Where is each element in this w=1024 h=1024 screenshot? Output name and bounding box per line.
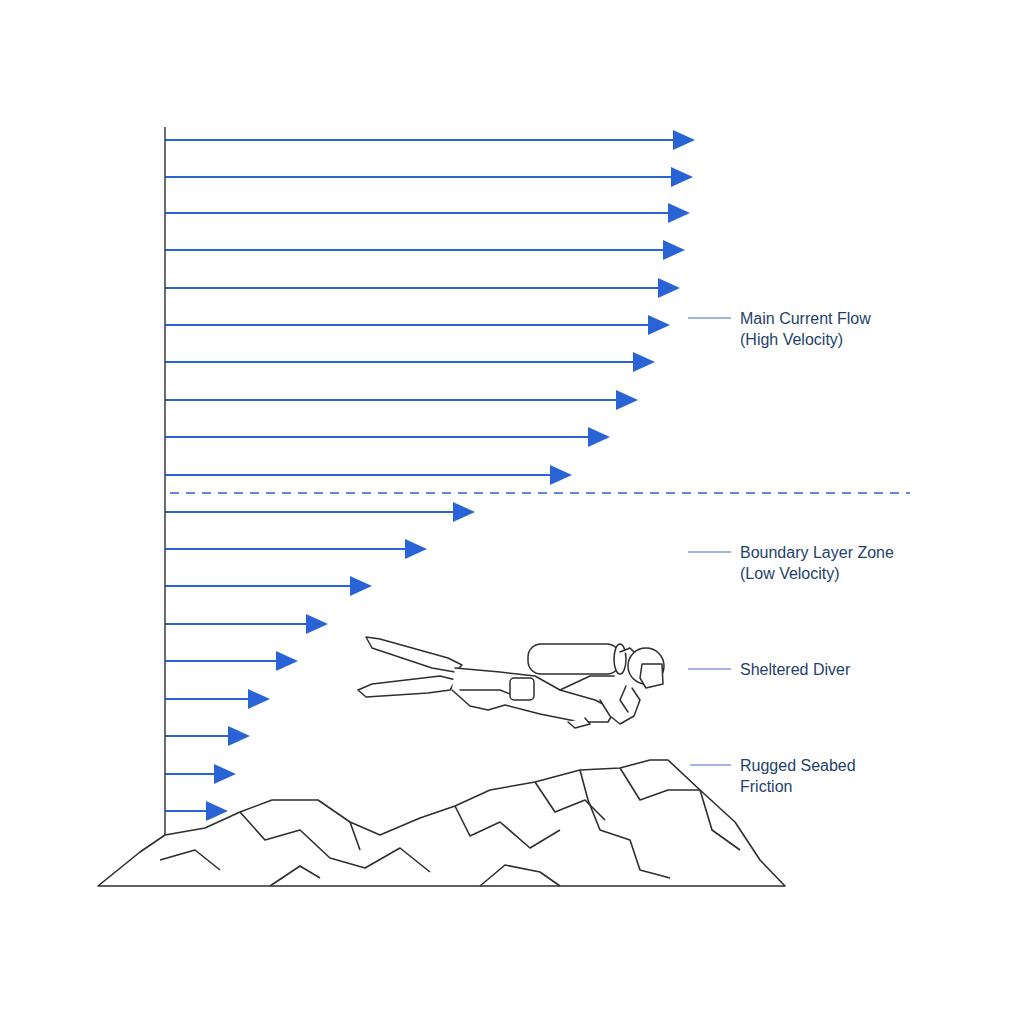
arrow-shaft bbox=[165, 139, 679, 141]
arrow-head bbox=[405, 539, 427, 559]
boundary-dashed-line bbox=[170, 492, 910, 494]
arrow-shaft bbox=[165, 212, 674, 214]
diver-label: Sheltered Diver bbox=[740, 659, 940, 680]
arrow-head bbox=[214, 764, 236, 784]
arrow-shaft bbox=[165, 660, 282, 662]
arrow-head bbox=[206, 801, 228, 821]
seabed-label: Rugged Seabed Friction bbox=[740, 755, 875, 797]
arrow-head bbox=[616, 390, 638, 410]
arrow-shaft bbox=[165, 361, 639, 363]
arrow-head bbox=[673, 130, 695, 150]
arrow-shaft bbox=[165, 698, 254, 700]
rugged-seabed bbox=[98, 760, 785, 886]
profile-axis bbox=[164, 127, 166, 836]
arrow-shaft bbox=[165, 249, 669, 251]
arrow-shaft bbox=[165, 176, 677, 178]
arrow-shaft bbox=[165, 585, 356, 587]
arrow-shaft bbox=[165, 548, 411, 550]
arrow-shaft bbox=[165, 773, 220, 775]
arrow-head bbox=[228, 726, 250, 746]
arrow-head bbox=[453, 502, 475, 522]
arrow-shaft bbox=[165, 623, 312, 625]
arrow-shaft bbox=[165, 436, 594, 438]
arrow-shaft bbox=[165, 474, 556, 476]
arrow-shaft bbox=[165, 287, 664, 289]
diver-figure bbox=[358, 637, 664, 728]
arrow-head bbox=[671, 167, 693, 187]
arrow-head bbox=[663, 240, 685, 260]
zone-label: Boundary Layer Zone (Low Velocity) bbox=[740, 542, 920, 584]
arrow-head bbox=[350, 576, 372, 596]
arrow-shaft bbox=[165, 324, 654, 326]
leader-lines bbox=[688, 318, 731, 765]
arrow-head bbox=[276, 651, 298, 671]
arrow-shaft bbox=[165, 810, 212, 812]
arrow-head bbox=[588, 427, 610, 447]
arrow-head bbox=[668, 203, 690, 223]
velocity-arrows bbox=[165, 130, 695, 821]
flow-label: Main Current Flow (High Velocity) bbox=[740, 308, 910, 350]
arrow-head bbox=[550, 465, 572, 485]
arrow-head bbox=[648, 315, 670, 335]
arrow-head bbox=[306, 614, 328, 634]
arrow-head bbox=[658, 278, 680, 298]
arrow-shaft bbox=[165, 511, 459, 513]
arrow-head bbox=[248, 689, 270, 709]
arrow-head bbox=[633, 352, 655, 372]
arrow-shaft bbox=[165, 735, 234, 737]
arrow-shaft bbox=[165, 399, 622, 401]
